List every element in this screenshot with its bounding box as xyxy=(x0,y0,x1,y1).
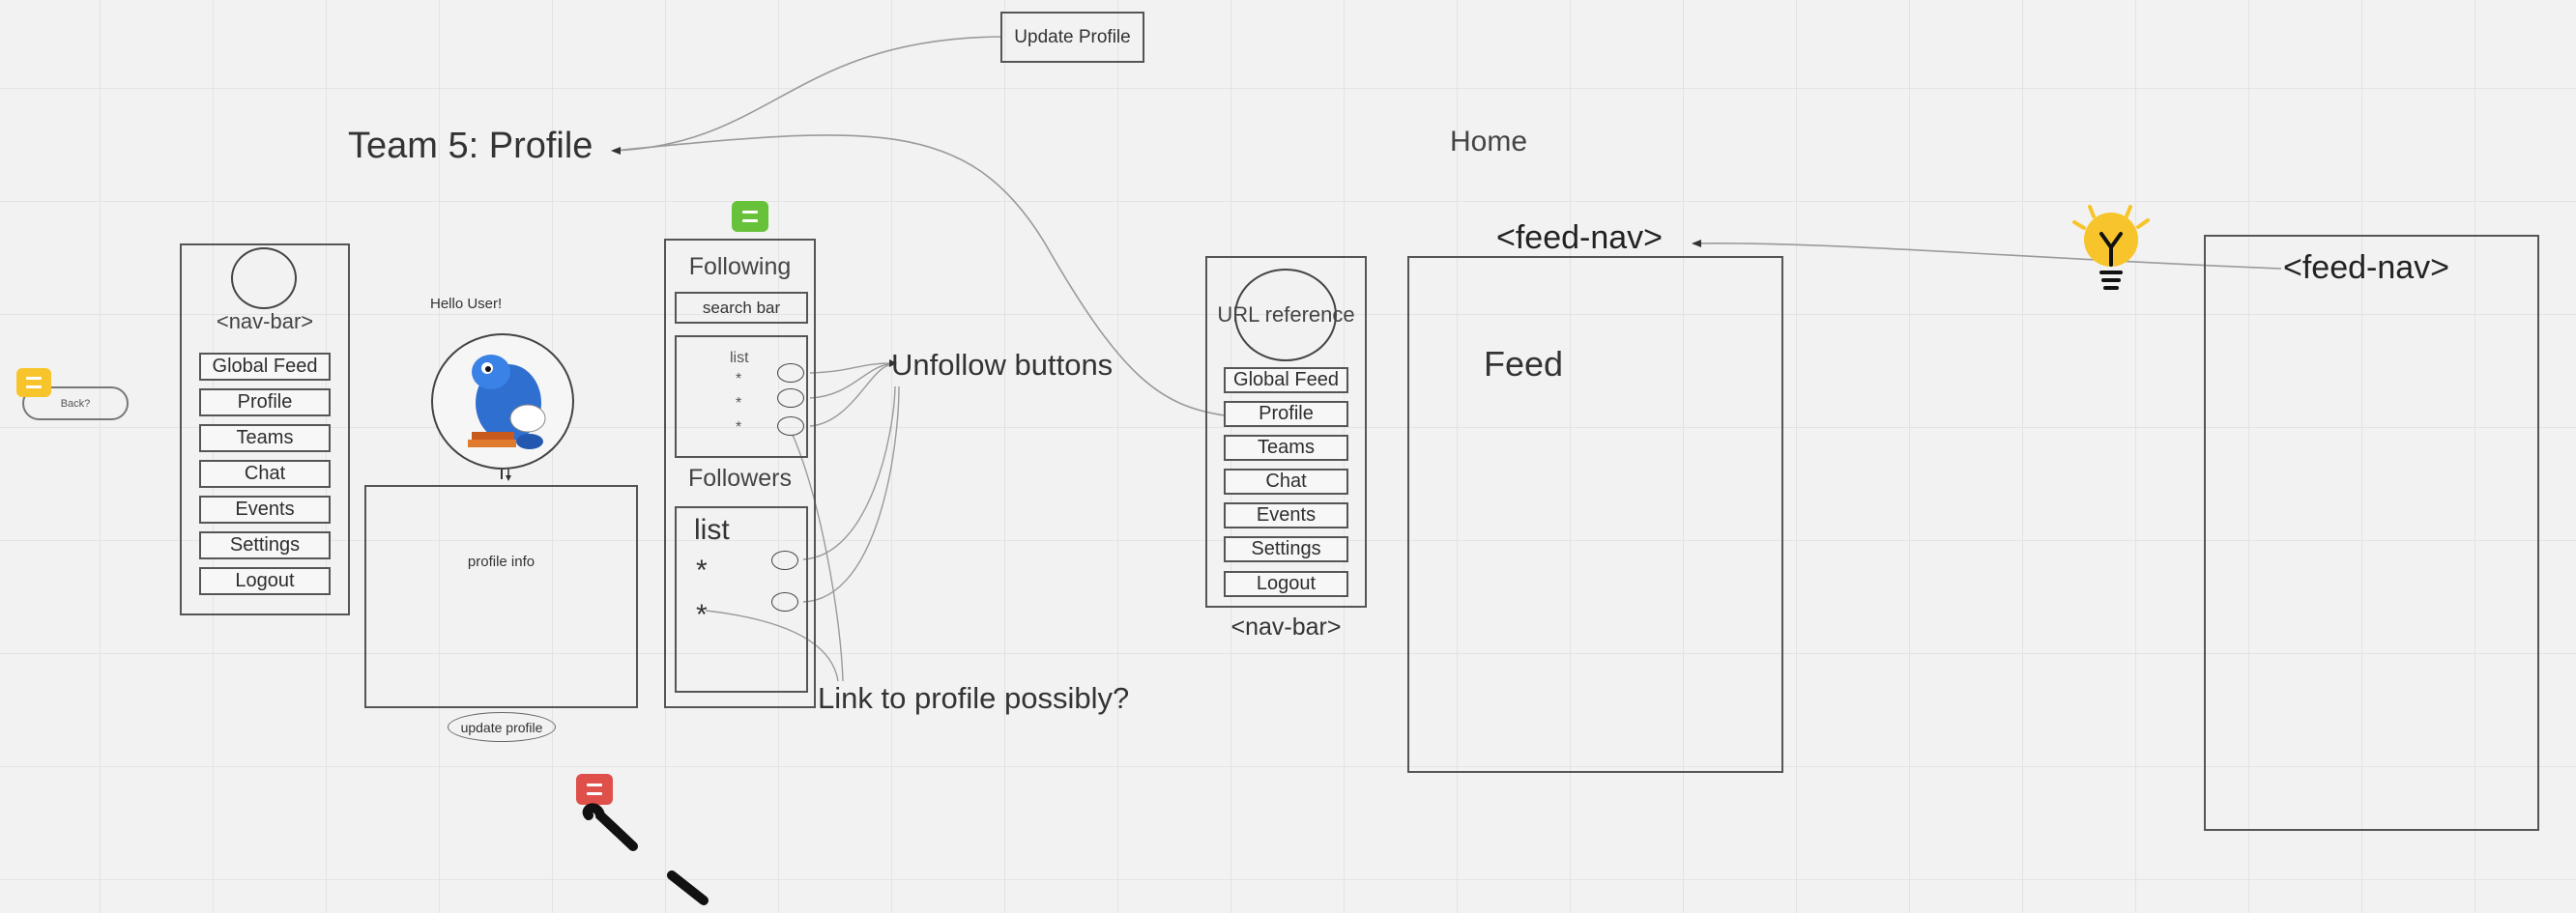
following-title: Following xyxy=(688,253,792,280)
left-nav-item-label: Chat xyxy=(244,463,286,484)
right-nav-item[interactable]: Logout xyxy=(1224,571,1348,597)
avatar-connector xyxy=(501,470,503,479)
left-nav-title: <nav-bar> xyxy=(216,309,314,333)
left-nav-item[interactable]: Profile xyxy=(199,388,331,416)
right-nav-item-label: Settings xyxy=(1251,538,1321,559)
right-nav-item[interactable]: Profile xyxy=(1224,401,1348,427)
avatar-yoshi-icon xyxy=(468,355,546,449)
left-nav-bar xyxy=(180,243,350,615)
nav-logo-circle xyxy=(231,247,297,309)
unfollow-button[interactable] xyxy=(777,388,804,408)
link-profile-annotation: Link to profile possibly? xyxy=(818,681,1130,715)
home-label: Home xyxy=(1450,126,1528,157)
page-title: Team 5: Profile xyxy=(348,126,593,166)
feed-nav-label: <feed-nav> xyxy=(1496,219,1664,256)
followers-bullet: * xyxy=(696,599,708,631)
url-reference-label: URL reference xyxy=(1217,302,1355,327)
right-nav-item[interactable]: Chat xyxy=(1224,469,1348,495)
left-nav-item-label: Events xyxy=(235,499,295,520)
update-profile-button[interactable]: update profile xyxy=(448,712,556,742)
right-nav-caption: <nav-bar> xyxy=(1230,613,1342,641)
lightbulb-icon[interactable] xyxy=(2065,201,2157,298)
update-profile-label: Update Profile xyxy=(1014,26,1131,47)
follow-panel xyxy=(664,239,816,708)
right-nav-item-label: Teams xyxy=(1258,437,1315,458)
right-nav-item-label: Events xyxy=(1256,504,1317,526)
followers-bullet: * xyxy=(696,555,708,586)
followers-list xyxy=(675,506,808,693)
followers-title: Followers xyxy=(688,465,792,492)
feed-label: Feed xyxy=(1484,344,1564,384)
left-nav-item[interactable]: Teams xyxy=(199,424,331,452)
search-bar[interactable]: search bar xyxy=(675,292,808,324)
comment-sticky-icon[interactable] xyxy=(16,368,51,397)
following-list xyxy=(675,335,808,458)
unfollow-annotation: Unfollow buttons xyxy=(891,348,1114,382)
left-nav-item-label: Global Feed xyxy=(212,356,318,377)
right-nav-item[interactable]: Settings xyxy=(1224,536,1348,562)
comment-sticky-icon[interactable] xyxy=(576,774,613,805)
right-nav-item-label: Global Feed xyxy=(1233,369,1339,390)
following-bullet: * xyxy=(736,419,742,436)
unfollow-button[interactable] xyxy=(771,592,798,612)
feed-box xyxy=(1407,256,1783,773)
right-nav-item-label: Profile xyxy=(1259,403,1314,424)
left-nav-item-label: Teams xyxy=(236,427,294,448)
profile-info-label: profile info xyxy=(467,554,535,570)
profile-info-box xyxy=(364,485,638,708)
avatar[interactable] xyxy=(431,333,574,470)
right-nav-item[interactable]: Teams xyxy=(1224,435,1348,461)
right-nav-item-label: Chat xyxy=(1265,471,1307,492)
left-nav-item[interactable]: Logout xyxy=(199,567,331,595)
left-nav-item[interactable]: Events xyxy=(199,496,331,524)
search-bar-label: search bar xyxy=(702,298,781,317)
right-feed-nav-label: <feed-nav> xyxy=(2283,249,2450,286)
following-bullet: * xyxy=(736,371,742,387)
left-nav-item-label: Logout xyxy=(235,570,295,591)
left-nav-item-label: Settings xyxy=(229,534,301,556)
followers-list-label: list xyxy=(694,514,730,546)
greeting: Hello User! xyxy=(430,296,503,312)
pen-stroke-mark xyxy=(582,803,709,905)
left-nav-item-label: Profile xyxy=(237,391,293,413)
url-reference-circle xyxy=(1234,269,1337,361)
right-nav-bar xyxy=(1205,256,1367,608)
back-button[interactable]: Back? xyxy=(22,386,129,420)
following-list-label: list xyxy=(730,350,749,366)
update-profile-box[interactable]: Update Profile xyxy=(1000,12,1144,63)
left-nav-item[interactable]: Global Feed xyxy=(199,353,331,381)
back-label: Back? xyxy=(60,397,91,410)
right-feed-frame xyxy=(2204,235,2539,831)
right-nav-item[interactable]: Global Feed xyxy=(1224,367,1348,393)
comment-sticky-icon[interactable] xyxy=(732,201,768,232)
unfollow-button[interactable] xyxy=(771,551,798,570)
unfollow-button[interactable] xyxy=(777,416,804,436)
unfollow-button[interactable] xyxy=(777,363,804,383)
following-bullet: * xyxy=(736,395,742,412)
update-profile-button-label: update profile xyxy=(460,719,543,735)
right-nav-item[interactable]: Events xyxy=(1224,502,1348,528)
left-nav-item[interactable]: Settings xyxy=(199,531,331,559)
right-nav-item-label: Logout xyxy=(1256,573,1317,594)
left-nav-item[interactable]: Chat xyxy=(199,460,331,488)
